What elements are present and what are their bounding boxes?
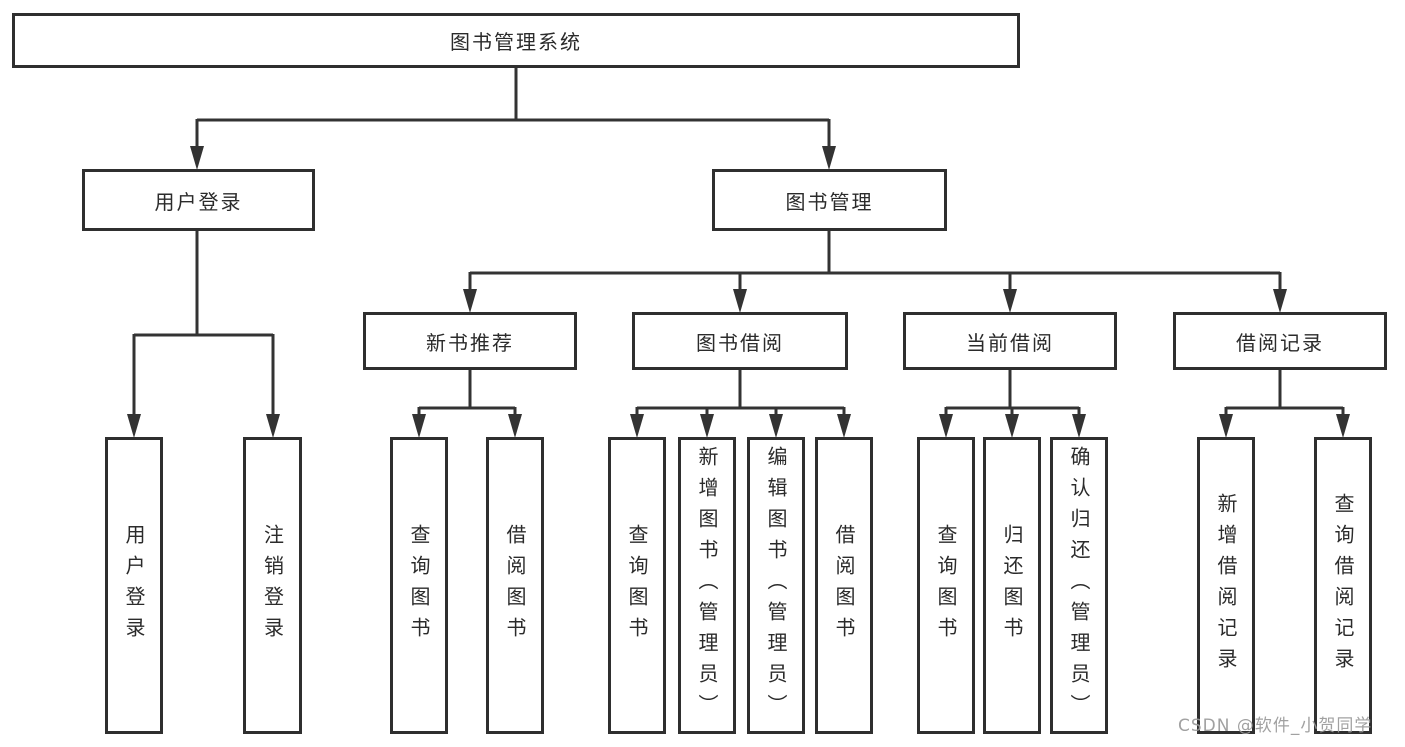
node-add-borrow-record: 新增借阅记录 (1197, 437, 1255, 734)
node-confirm-return-admin: 确认归还（管理员） (1050, 437, 1108, 734)
node-label: 新书推荐 (426, 330, 514, 355)
node-user-login-leaf: 用户登录 (105, 437, 163, 734)
node-label: 用户登录 (154, 189, 243, 214)
node-query-books-current: 查询图书 (917, 437, 975, 734)
node-label: 图书借阅 (696, 330, 784, 355)
node-borrow-records: 借阅记录 (1173, 312, 1387, 370)
node-label: 确认归还（管理员） (1067, 446, 1091, 725)
node-label: 借阅记录 (1236, 330, 1324, 355)
node-book-borrow: 图书借阅 (632, 312, 848, 370)
node-user-login-branch: 用户登录 (82, 169, 315, 231)
node-label: 借阅图书 (832, 523, 856, 648)
node-query-borrow-record: 查询借阅记录 (1314, 437, 1372, 734)
node-label: 新增借阅记录 (1214, 492, 1238, 679)
node-label: 借阅图书 (503, 523, 527, 648)
node-label: 图书管理系统 (450, 30, 582, 54)
node-query-books-borrow: 查询图书 (608, 437, 666, 734)
node-borrow-books-leaf: 借阅图书 (815, 437, 873, 734)
csdn-watermark: CSDN @软件_小贺同学 (1178, 716, 1373, 736)
node-borrow-books-recommend: 借阅图书 (486, 437, 544, 734)
node-current-borrow: 当前借阅 (903, 312, 1117, 370)
node-label: 查询图书 (934, 523, 958, 648)
node-add-books-admin: 新增图书（管理员） (678, 437, 736, 734)
node-label: 编辑图书（管理员） (764, 446, 788, 725)
node-label: 当前借阅 (966, 330, 1054, 355)
node-edit-books-admin: 编辑图书（管理员） (747, 437, 805, 734)
node-library-system: 图书管理系统 (12, 13, 1020, 68)
node-label: 用户登录 (122, 523, 146, 648)
node-label: 图书管理 (785, 189, 874, 214)
node-query-books-recommend: 查询图书 (390, 437, 448, 734)
node-logout: 注销登录 (243, 437, 302, 734)
node-label: 查询图书 (625, 523, 649, 648)
node-label: 注销登录 (260, 523, 285, 648)
node-new-book-recommend: 新书推荐 (363, 312, 577, 370)
node-label: 查询图书 (407, 523, 431, 648)
node-label: 新增图书（管理员） (695, 446, 719, 725)
node-label: 查询借阅记录 (1331, 492, 1355, 679)
node-label: 归还图书 (1000, 523, 1024, 648)
node-return-books: 归还图书 (983, 437, 1041, 734)
node-book-management: 图书管理 (712, 169, 947, 231)
